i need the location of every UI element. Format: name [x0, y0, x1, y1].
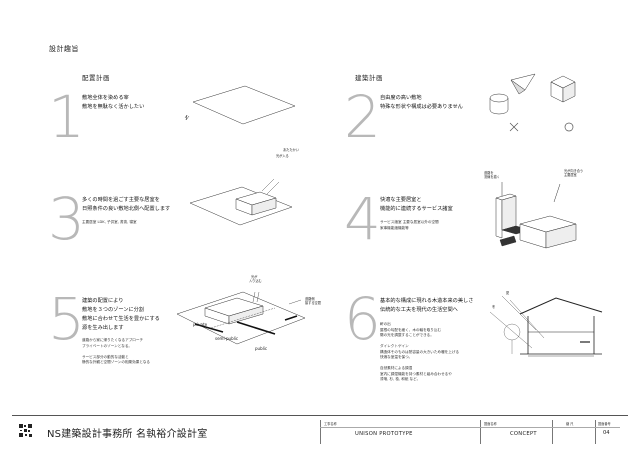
item-text-3: 多くの時間を過ごす主要な居室を 日照条件の良い敷地北側へ配置します	[82, 197, 171, 212]
item-number-4: 4	[344, 185, 381, 253]
item-note-4: サービス諸室 主要な居室以外の空間 家事機能諸機能等	[380, 220, 439, 230]
section-diagram: 夏 冬	[489, 290, 603, 357]
project-label: 工事名称	[324, 422, 337, 426]
item-text-1: 敷地全体を染める宰 敷地を無駄なく活かしたい	[82, 95, 145, 110]
item-number-1: 1	[48, 83, 85, 151]
zone-semi-public-label: semi-public	[215, 336, 238, 341]
right-label-4: 光が向き合う主要居室	[564, 168, 583, 177]
page-heading: 設計趣旨	[49, 45, 79, 53]
project-value: UNISON PROTOTYPE	[355, 431, 413, 437]
item-number-2: 2	[344, 83, 381, 151]
left-label-4: 道路を流線を描く	[484, 170, 500, 179]
site-plane-diagram	[184, 85, 296, 125]
zone-private-label: private	[193, 322, 208, 327]
item-text-6: 基本的な構成に現れる木造本来の美しさ 伝統的な工夫を現代の生活空間へ	[380, 298, 474, 313]
section-title-layout: 配置計画	[82, 74, 110, 82]
section-title-building: 建築計画	[355, 74, 383, 82]
sun-label-5: 光が入り込む	[249, 274, 262, 283]
zoning-diagram: private semi-public public 光が入り込む 道路側接する…	[176, 274, 321, 351]
room-sequence-diagram: 道路を流線を描く 光が向き合う主要居室	[484, 168, 583, 249]
zone-public-label: public	[255, 346, 267, 351]
scale-label: 縮 尺	[566, 422, 574, 426]
qr-code-icon	[19, 424, 32, 437]
free-shapes-diagram	[489, 73, 576, 132]
item-text-4: 快適な主要居室と 機能的に連続するサービス諸室	[380, 197, 453, 212]
winter-label: 冬	[492, 304, 496, 309]
sheet-label: 図面番号	[598, 422, 611, 426]
item-text-5: 建築の配置により 敷地を３つのゾーンに分割 敷地に合わせて生活を豊かにする 源を…	[82, 298, 160, 331]
item-number-5: 5	[48, 285, 85, 353]
north-volume-diagram: 光が入るあたたかい	[189, 147, 299, 226]
drawing-value: CONCEPT	[510, 431, 537, 437]
item-note-3: 主要居室 LDK, 子供室, 書斎, 寝室	[82, 220, 137, 224]
sheet-number: 04	[603, 430, 610, 436]
item-note-6: 軒の出 屋根の勾配を緩く、木の軸を取り込む 陽の光を調整することができる。 ダイ…	[380, 322, 460, 381]
item-note-5: 道路から家に帰りたくなるアプローチ プライベートのゾーンとなる。 サービス部分の…	[82, 338, 150, 364]
item-text-2: 自由度の高い敷地 特殊な形状や構成は必要ありません	[380, 95, 463, 110]
title-block	[12, 415, 628, 448]
road-label-5: 道路側接する空間	[305, 296, 321, 305]
item-number-6: 6	[344, 285, 381, 353]
item-number-3: 3	[48, 185, 85, 253]
office-name: NS建築設計事務所 名執裕介設計室	[47, 429, 208, 440]
sun-label-3: 光が入るあたたかい	[276, 147, 299, 158]
summer-label: 夏	[506, 290, 510, 295]
drawing-label: 図面名称	[484, 422, 497, 426]
